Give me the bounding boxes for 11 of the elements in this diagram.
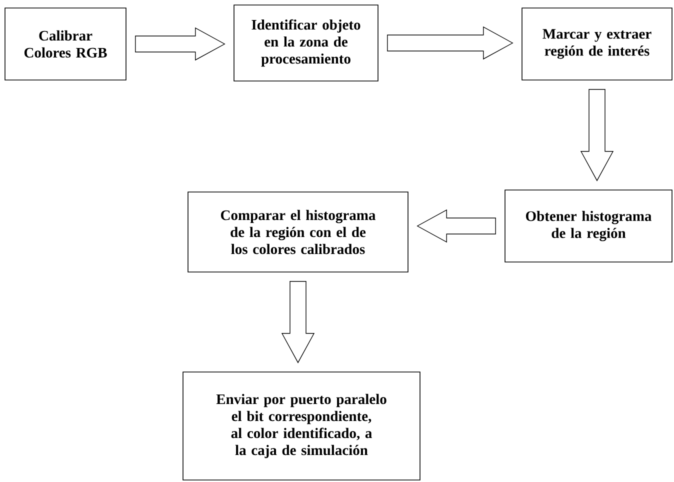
process-box: Marcar y extraer región de interés — [522, 8, 672, 80]
process-box: Comparar el histograma de la región con el de los colores calibrados — [188, 192, 408, 272]
process-box: Identificar objeto en la zona de procesamiento — [234, 4, 378, 82]
block-arrow — [580, 89, 614, 182]
process-box: Obtener histograma de la región — [504, 190, 672, 262]
process-box: Enviar por puerto paralelo el bit correspondiente, al color identificado, a la caja de simulación — [182, 372, 420, 480]
block-arrow — [416, 209, 496, 243]
block-arrow — [281, 281, 315, 364]
block-arrow — [135, 27, 226, 61]
process-box: Calibrar Colores RGB — [4, 8, 126, 80]
block-arrow — [387, 26, 514, 60]
